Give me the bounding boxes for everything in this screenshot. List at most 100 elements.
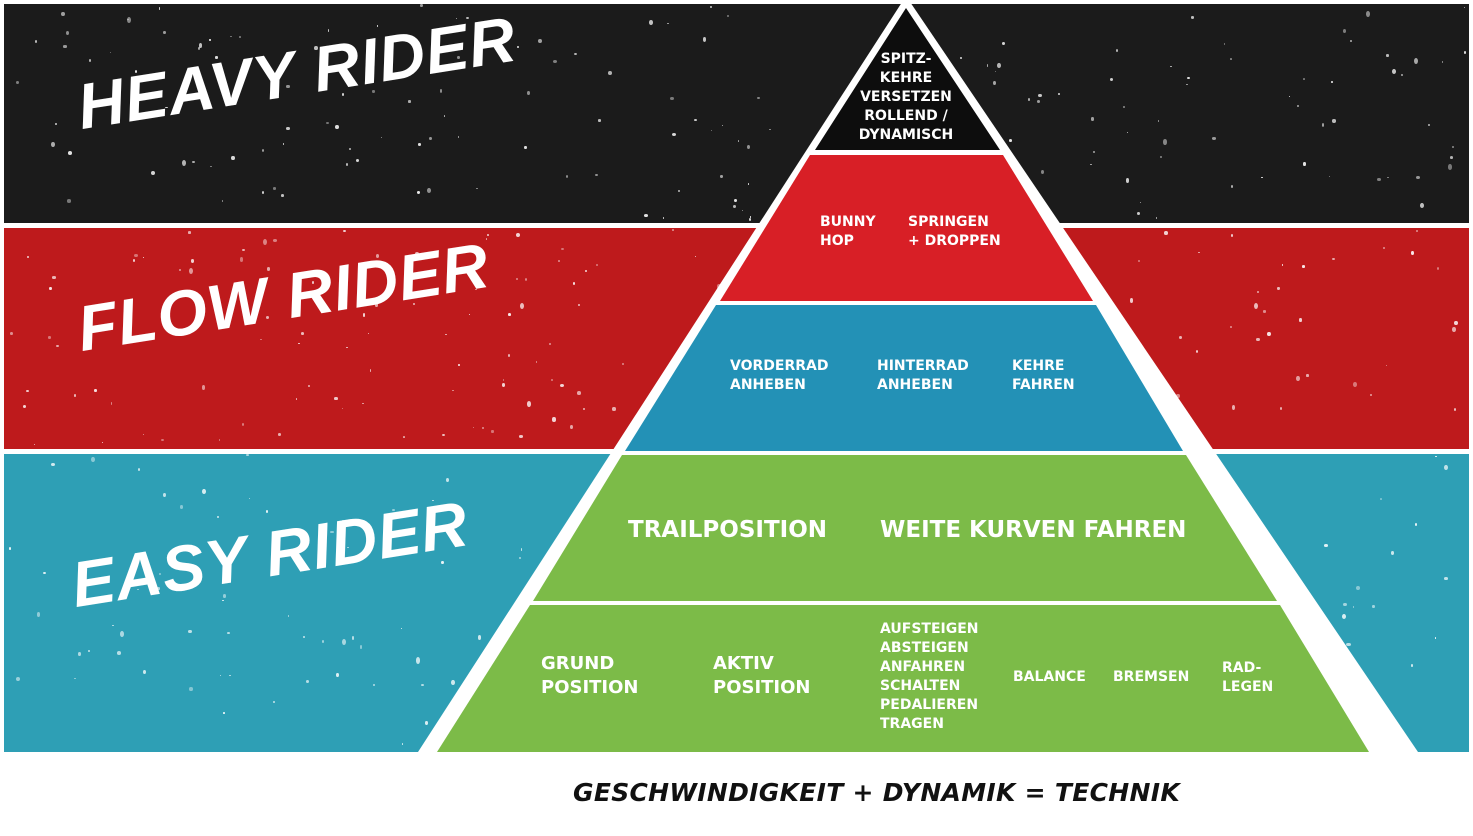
grunge-speck <box>597 119 602 123</box>
grunge-speck <box>401 627 403 629</box>
grunge-speck <box>1453 407 1456 411</box>
grunge-speck <box>359 645 363 649</box>
grunge-speck <box>749 218 752 222</box>
grunge-speck <box>457 364 461 367</box>
grunge-speck <box>376 25 379 27</box>
grunge-speck <box>441 560 444 565</box>
grunge-speck <box>558 260 561 263</box>
grunge-speck <box>722 124 724 126</box>
grunge-speck <box>694 119 698 122</box>
grunge-speck <box>734 198 738 203</box>
grunge-speck <box>49 286 52 291</box>
grunge-speck <box>1442 60 1444 63</box>
grunge-speck <box>502 379 504 381</box>
grunge-speck <box>445 477 449 482</box>
pyramid-tier-green-lower <box>437 605 1369 752</box>
grunge-speck <box>1436 266 1440 270</box>
grunge-speck <box>143 257 145 259</box>
grunge-speck <box>1008 139 1012 143</box>
grunge-speck <box>1277 287 1280 290</box>
grunge-speck <box>622 363 625 365</box>
grunge-speck <box>559 383 564 387</box>
grunge-speck <box>216 515 220 518</box>
grunge-speck <box>287 615 289 617</box>
grunge-speck <box>220 550 223 552</box>
grunge-speck <box>137 468 140 471</box>
grunge-speck <box>218 439 220 441</box>
grunge-speck <box>129 577 131 579</box>
grunge-speck <box>137 589 139 591</box>
grunge-speck <box>1413 57 1418 64</box>
grunge-speck <box>286 126 290 131</box>
grunge-speck <box>1138 260 1140 263</box>
grunge-speck <box>43 571 46 574</box>
grunge-speck <box>427 187 432 193</box>
skill-weite-kurven-fahren: WEITE KURVEN FAHREN <box>880 517 1187 543</box>
grunge-speck <box>55 344 59 347</box>
grunge-speck <box>372 683 375 686</box>
grunge-speck <box>334 397 338 400</box>
grunge-speck <box>1230 184 1234 189</box>
grunge-speck <box>402 436 406 439</box>
grunge-speck <box>401 743 404 746</box>
grunge-speck <box>1419 203 1424 209</box>
grunge-speck <box>1176 393 1180 399</box>
grunge-speck <box>456 56 460 60</box>
grunge-speck <box>485 237 488 240</box>
grunge-speck <box>50 141 55 147</box>
grunge-speck <box>737 140 740 143</box>
grunge-speck <box>711 130 713 132</box>
grunge-speck <box>205 97 209 103</box>
skill-vorderrad-anheben: VORDERRAD ANHEBEN <box>730 358 829 393</box>
grunge-speck <box>1230 325 1233 328</box>
grunge-speck <box>295 397 298 401</box>
grunge-speck <box>992 81 996 86</box>
grunge-speck <box>134 69 138 73</box>
grunge-speck <box>421 683 425 686</box>
grunge-speck <box>1116 48 1119 52</box>
pyramid-tier-blue <box>625 305 1183 451</box>
grunge-speck <box>239 36 242 38</box>
grunge-speck <box>198 42 203 49</box>
grunge-speck <box>1449 156 1453 160</box>
grunge-speck <box>162 492 166 498</box>
grunge-speck <box>68 151 73 155</box>
grunge-speck <box>51 462 56 467</box>
grunge-speck <box>577 390 581 395</box>
grunge-speck <box>1463 51 1466 54</box>
grunge-speck <box>474 288 477 290</box>
grunge-speck <box>549 342 552 345</box>
grunge-speck <box>596 264 599 266</box>
grunge-speck <box>1282 264 1284 266</box>
grunge-speck <box>272 187 277 190</box>
grunge-speck <box>526 401 531 407</box>
grunge-speck <box>229 675 231 677</box>
grunge-speck <box>572 282 575 286</box>
grunge-speck <box>1415 229 1419 233</box>
grunge-speck <box>416 191 420 194</box>
grunge-speck <box>263 238 268 246</box>
grunge-speck <box>1352 606 1354 608</box>
skill-rad-legen: RAD- LEGEN <box>1222 660 1274 695</box>
grunge-speck <box>188 629 193 634</box>
grunge-speck <box>749 216 751 218</box>
grunge-speck <box>88 59 92 63</box>
grunge-speck <box>341 408 344 410</box>
grunge-speck <box>583 408 585 410</box>
grunge-speck <box>165 106 168 109</box>
grunge-speck <box>959 56 962 60</box>
grunge-speck <box>501 383 505 387</box>
grunge-speck <box>362 402 364 405</box>
grunge-speck <box>48 335 51 339</box>
grunge-speck <box>1414 523 1418 527</box>
grunge-speck <box>1453 320 1458 326</box>
grunge-speck <box>197 47 201 50</box>
grunge-speck <box>1093 151 1096 153</box>
grunge-speck <box>314 45 318 50</box>
grunge-speck <box>1452 327 1456 332</box>
grunge-speck <box>1369 393 1372 397</box>
grunge-speck <box>391 509 395 511</box>
grunge-speck <box>1164 231 1168 235</box>
grunge-speck <box>142 433 145 435</box>
